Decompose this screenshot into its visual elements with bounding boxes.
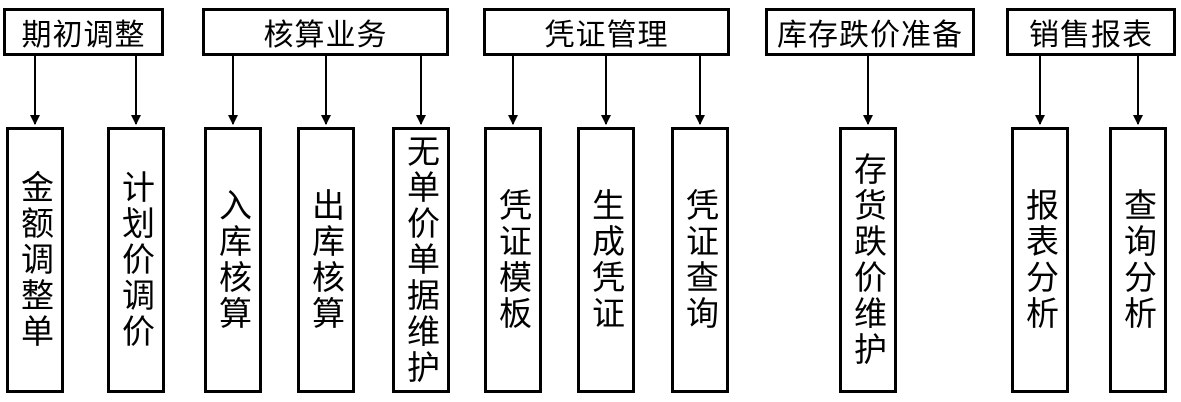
leaf-label: 生成凭证 bbox=[586, 188, 626, 332]
category-label: 库存跌价准备 bbox=[777, 18, 963, 53]
category-label: 核算业务 bbox=[263, 18, 388, 53]
leaf-label: 凭证模板 bbox=[493, 188, 533, 332]
leaf-box-amount-adjustment: 金额调整单 bbox=[6, 127, 64, 393]
leaf-box-report-analysis: 报表分析 bbox=[1011, 127, 1069, 393]
category-box-sales-reports: 销售报表 bbox=[1006, 8, 1176, 56]
leaf-label: 计划价调价 bbox=[116, 170, 156, 350]
category-label: 凭证管理 bbox=[544, 18, 669, 53]
leaf-label: 查询分析 bbox=[1118, 188, 1158, 332]
leaf-box-plan-price-adjustment: 计划价调价 bbox=[107, 127, 165, 393]
leaf-label: 存货跌价维护 bbox=[848, 152, 888, 368]
leaf-label: 金额调整单 bbox=[15, 170, 55, 350]
category-label: 销售报表 bbox=[1029, 18, 1153, 53]
leaf-box-inventory-impairment-maintenance: 存货跌价维护 bbox=[839, 127, 897, 393]
leaf-label: 报表分析 bbox=[1020, 188, 1060, 332]
leaf-box-query-analysis: 查询分析 bbox=[1109, 127, 1167, 393]
leaf-box-outbound-accounting: 出库核算 bbox=[297, 127, 355, 393]
leaf-label: 凭证查询 bbox=[680, 188, 720, 332]
leaf-label: 入库核算 bbox=[213, 188, 253, 332]
leaf-box-voucher-query: 凭证查询 bbox=[671, 127, 729, 393]
category-label: 期初调整 bbox=[21, 18, 146, 53]
category-box-opening-adjustment: 期初调整 bbox=[3, 8, 164, 56]
leaf-box-no-price-document-maintenance: 无单价单据维护 bbox=[392, 127, 450, 393]
leaf-box-inbound-accounting: 入库核算 bbox=[204, 127, 262, 393]
leaf-box-generate-voucher: 生成凭证 bbox=[577, 127, 635, 393]
leaf-label: 出库核算 bbox=[306, 188, 346, 332]
leaf-label: 无单价单据维护 bbox=[401, 134, 441, 386]
leaf-box-voucher-template: 凭证模板 bbox=[484, 127, 542, 393]
category-box-accounting-business: 核算业务 bbox=[202, 8, 449, 56]
category-box-inventory-impairment: 库存跌价准备 bbox=[765, 8, 975, 56]
category-box-voucher-management: 凭证管理 bbox=[483, 8, 730, 56]
